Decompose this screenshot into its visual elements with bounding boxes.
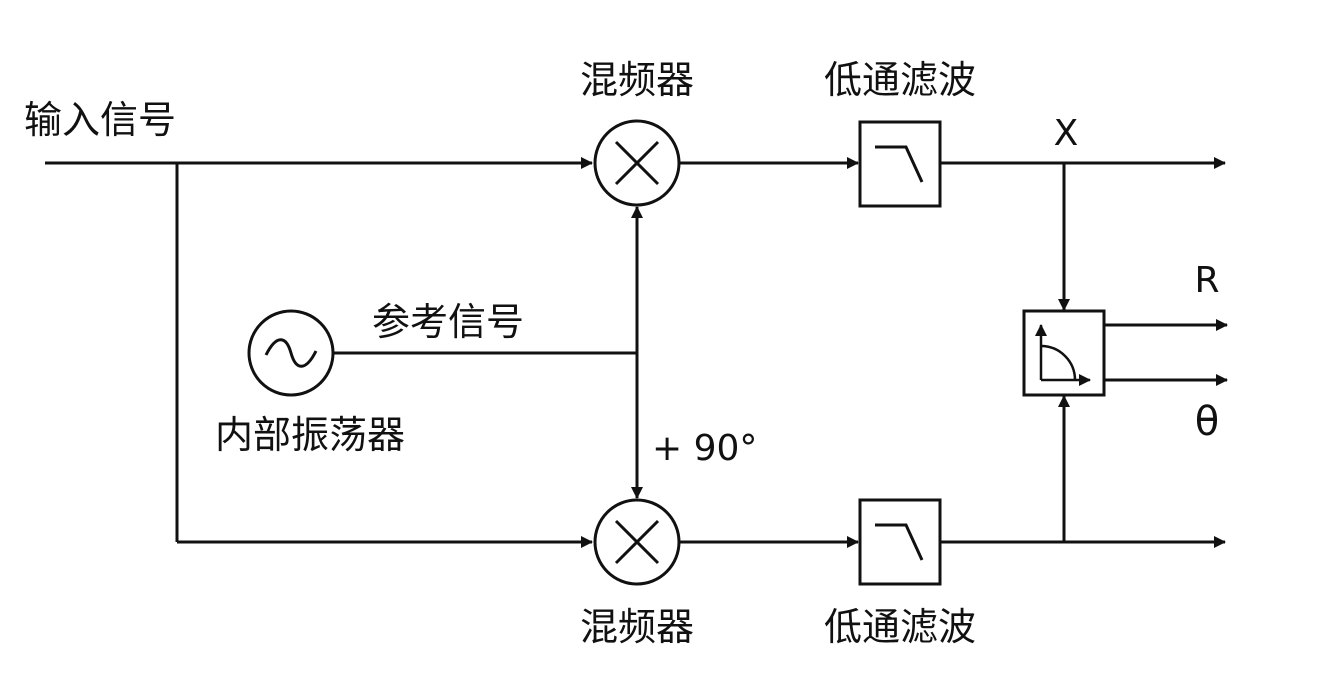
mixer-top-icon — [593, 119, 681, 207]
lpf-bottom-label: 低通滤波 — [824, 605, 976, 649]
mixer-top-label: 混频器 — [580, 58, 694, 102]
reference-signal-label: 参考信号 — [372, 300, 524, 344]
input-signal-label: 输入信号 — [24, 98, 176, 142]
oscillator-sine-icon — [247, 309, 335, 397]
polar-converter-icon — [1022, 309, 1106, 397]
internal-oscillator-label: 内部振荡器 — [215, 413, 405, 457]
theta-output-label: θ — [1195, 399, 1219, 445]
phase-shift-label: + 90° — [652, 428, 757, 469]
mixer-bottom-label: 混频器 — [580, 605, 694, 649]
lowpass-filter-bottom-icon — [858, 498, 942, 586]
lowpass-filter-top-icon — [858, 120, 942, 208]
r-output-label: R — [1194, 260, 1219, 301]
lpf-top-label: 低通滤波 — [824, 58, 976, 102]
mixer-bottom-icon — [593, 498, 681, 586]
x-output-label: X — [1054, 113, 1079, 154]
